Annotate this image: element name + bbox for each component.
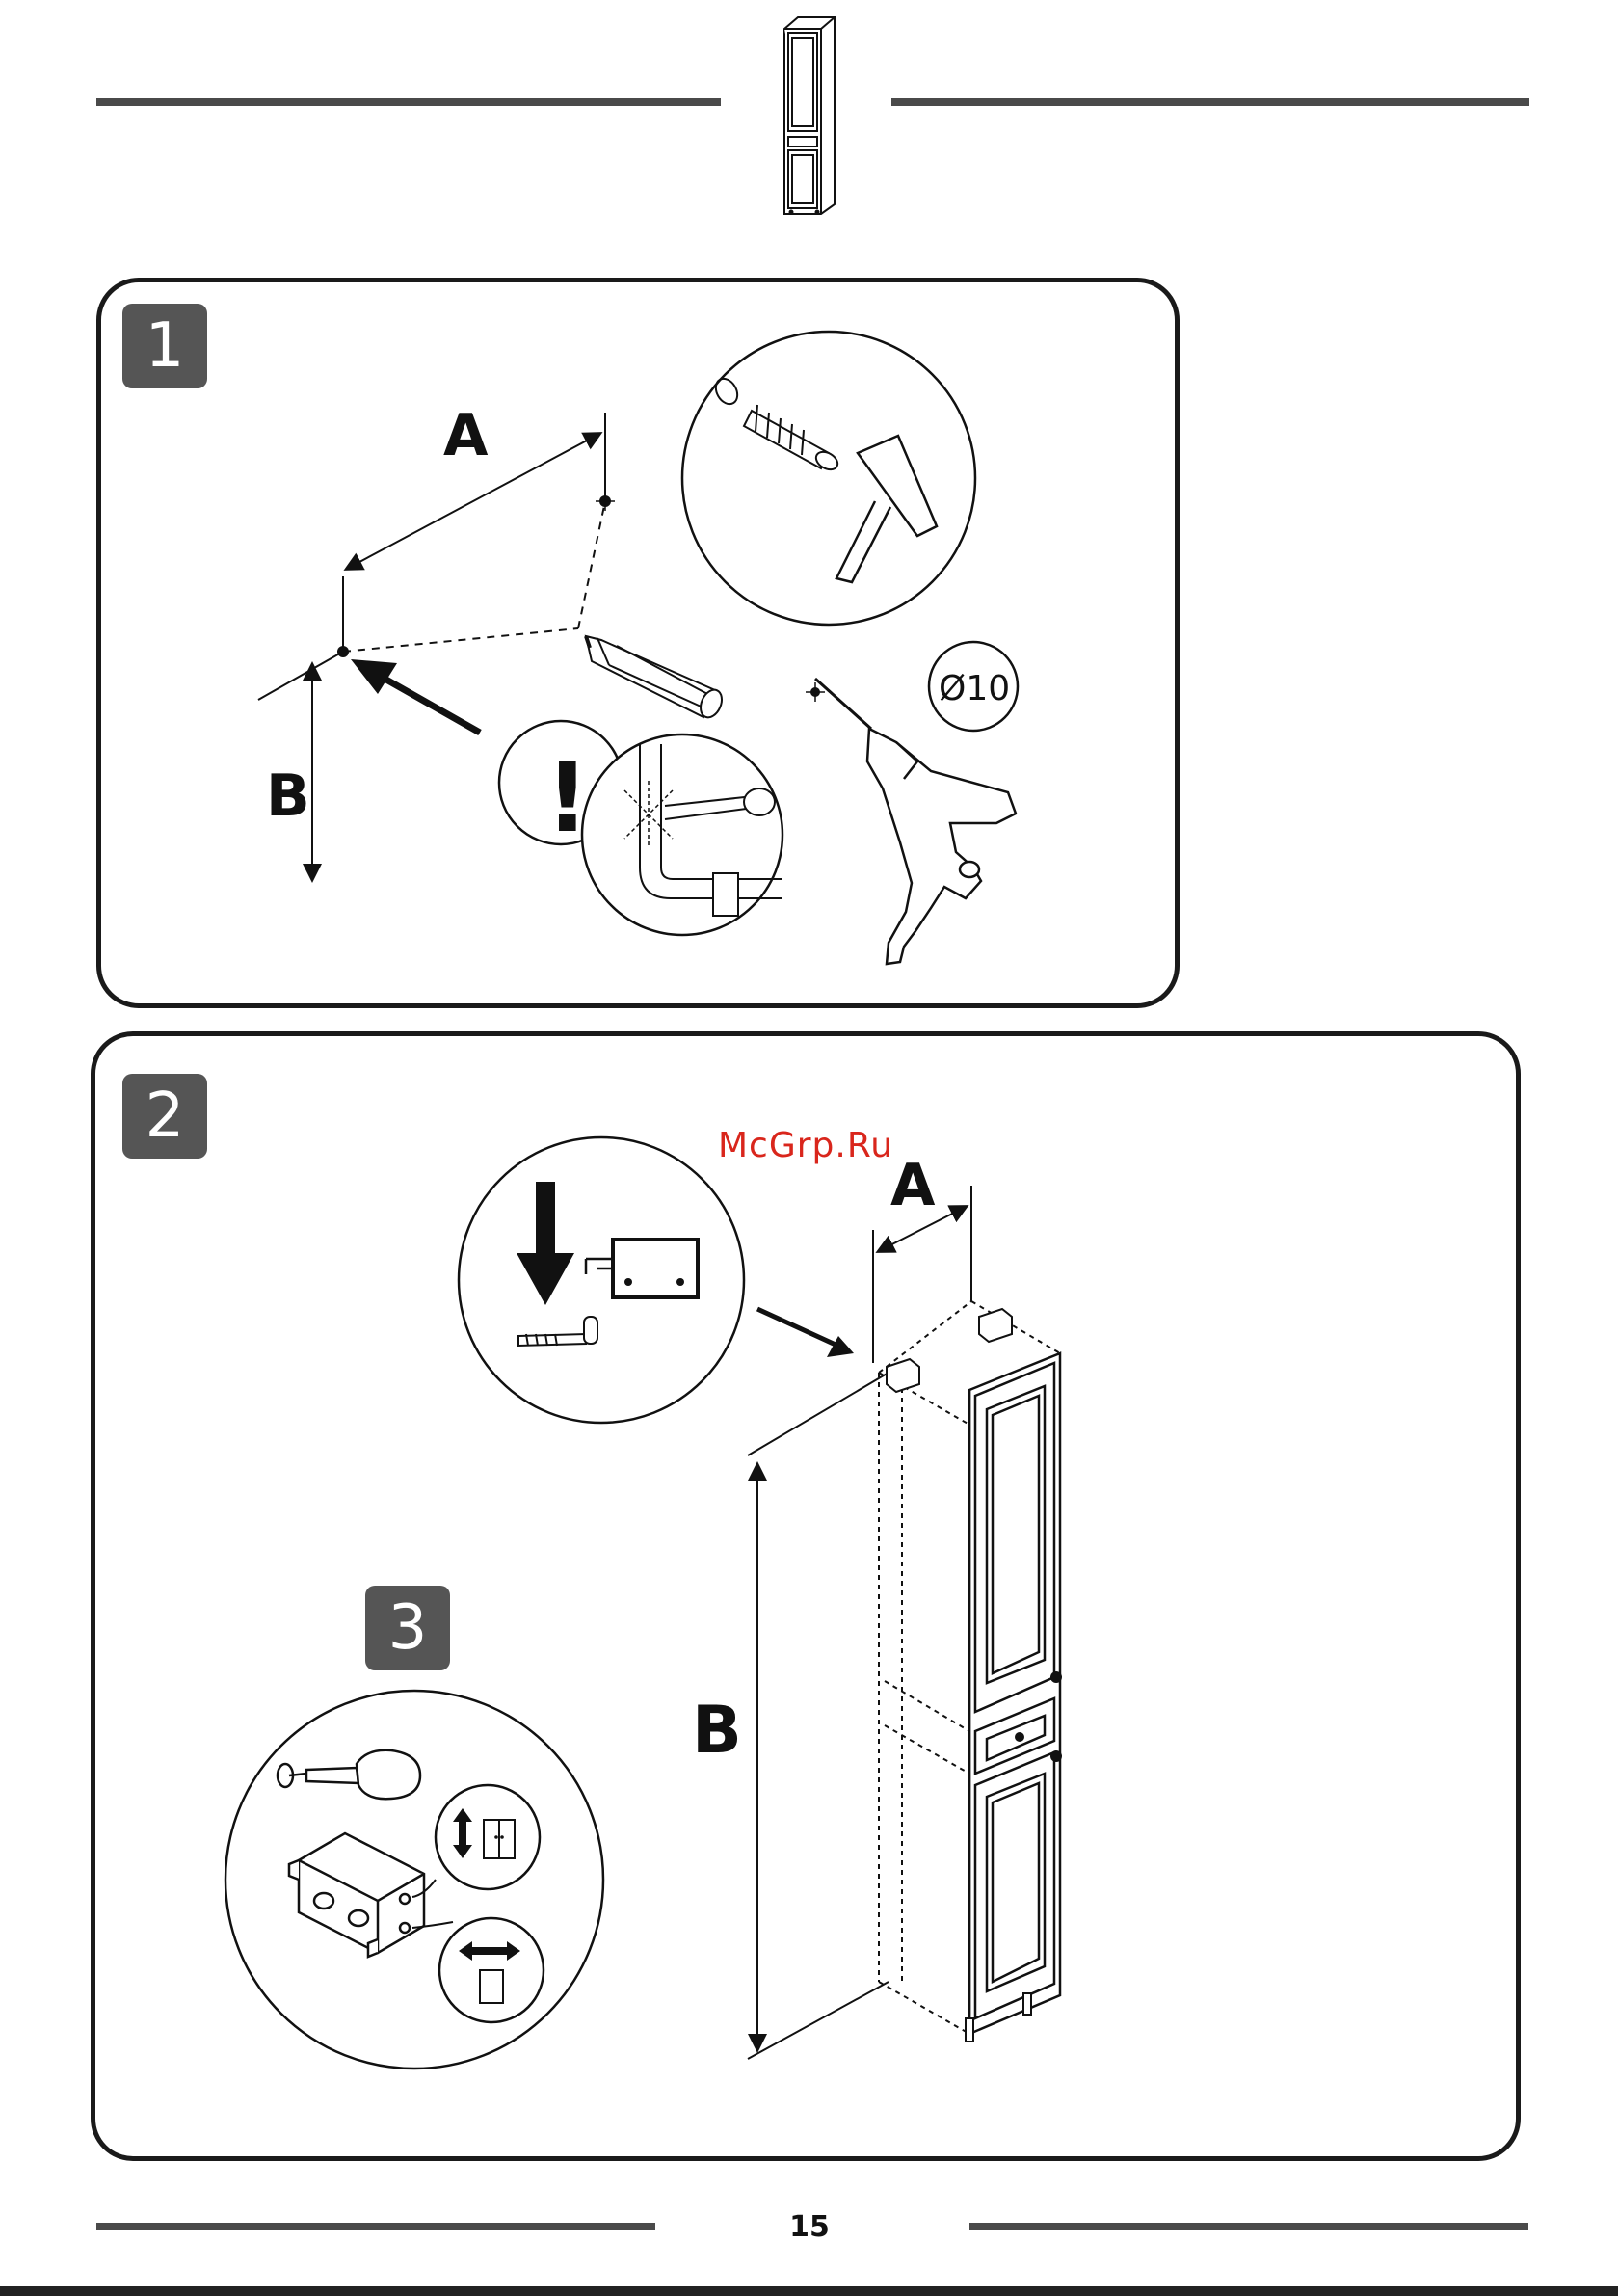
- footer-rule-left: [96, 2223, 655, 2230]
- bottom-border: [0, 2286, 1618, 2296]
- page-number: 15: [771, 2210, 848, 2244]
- step-3-illustration: [0, 0, 1618, 2159]
- vertical-adjust-icon: [436, 1785, 540, 1889]
- horizontal-adjust-icon: [439, 1918, 544, 2022]
- footer-rule-right: [969, 2223, 1528, 2230]
